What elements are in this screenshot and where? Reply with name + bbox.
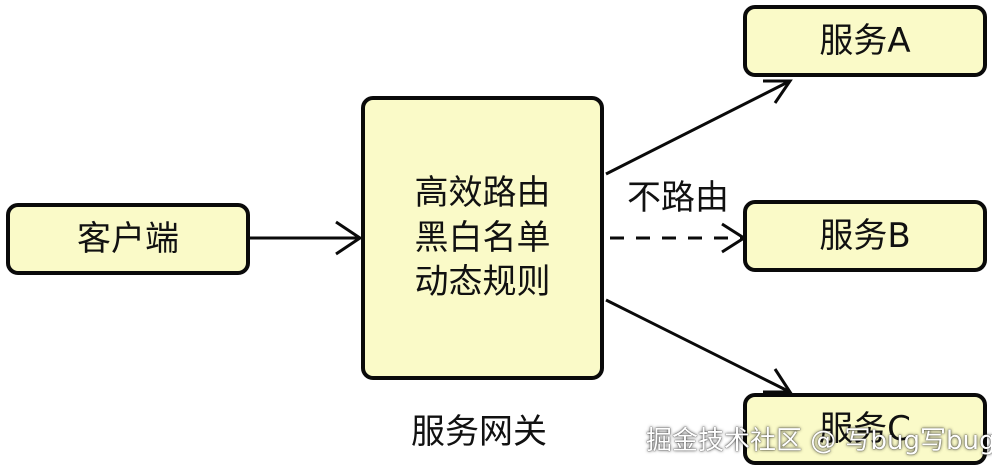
client-label: 客户端 [77, 218, 179, 259]
service-c-label: 服务C [819, 408, 911, 449]
gateway-node: 高效路由 黑白名单 动态规则 [361, 96, 604, 380]
arrow-gateway-to-service-c [605, 298, 793, 394]
gateway-line-routing: 高效路由 [414, 172, 551, 213]
service-b-label: 服务B [819, 215, 911, 256]
gateway-line-rules: 动态规则 [414, 262, 551, 303]
client-node: 客户端 [6, 203, 250, 275]
service-a-node: 服务A [743, 5, 987, 77]
arrow-client-to-gateway [249, 220, 363, 256]
gateway-line-blacklist: 黑白名单 [414, 217, 551, 258]
service-a-label: 服务A [819, 20, 911, 61]
arrow-gateway-to-service-a [605, 79, 793, 176]
no-route-label: 不路由 [627, 178, 729, 218]
service-c-node: 服务C [743, 393, 987, 465]
arrow-gateway-to-service-b-dashed [610, 222, 747, 254]
watermark-text: 掘金技术社区 @ 写bug写bug [646, 426, 992, 456]
gateway-caption: 服务网关 [411, 412, 547, 452]
service-b-node: 服务B [743, 200, 987, 272]
